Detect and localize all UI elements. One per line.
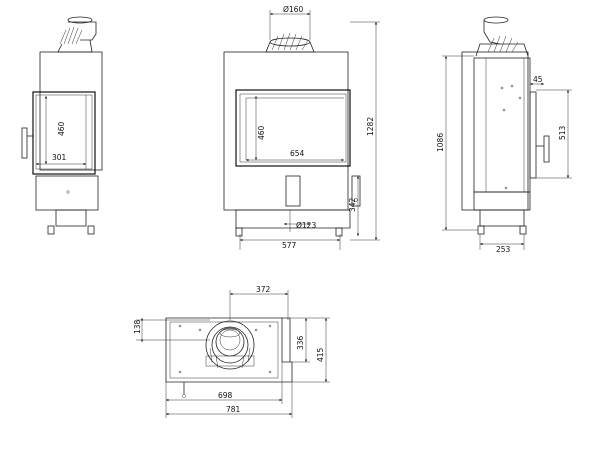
dim-total-height: 1282 <box>366 117 375 136</box>
dim-outlet-diameter: Ø123 <box>296 221 316 230</box>
dim-plan-outer-height: 415 <box>316 347 325 362</box>
dim-plan-left: 138 <box>133 319 142 334</box>
dim-pipe-diameter: Ø160 <box>283 5 303 14</box>
dim-plan-top: 372 <box>256 285 271 294</box>
dim-side-door: 513 <box>558 125 567 140</box>
plan-view: 372 138 336 415 <box>133 285 330 418</box>
dim-side-height: 1086 <box>436 133 445 152</box>
dim-plan-inner-height: 336 <box>296 335 305 350</box>
left-front-view: 460 301 <box>21 16 103 235</box>
dim-side-top: 45 <box>533 75 543 84</box>
center-front-view: Ø160 460 654 1282 342 Ø123 <box>223 5 380 250</box>
dim-side-base: 253 <box>496 245 511 254</box>
dim-center-height: 460 <box>257 125 266 140</box>
dim-plan-inner-width: 698 <box>218 391 233 400</box>
dim-base-width: 577 <box>282 241 297 250</box>
right-side-view: 1086 45 513 253 <box>436 16 572 254</box>
dim-center-width: 654 <box>290 149 305 158</box>
dim-plan-outer-width: 781 <box>226 405 241 414</box>
dim-base-height: 342 <box>348 197 357 212</box>
dim-left-height: 460 <box>57 121 66 136</box>
dim-left-width: 301 <box>52 153 67 162</box>
